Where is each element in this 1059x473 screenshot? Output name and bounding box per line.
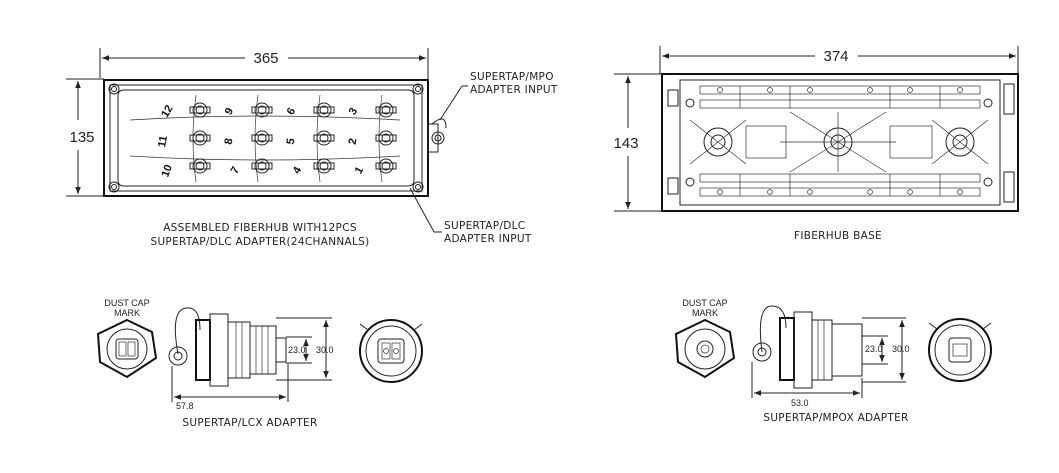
port-number: 8: [223, 137, 236, 145]
mpox-dust-cap-view: [674, 318, 736, 379]
port-number: 12: [159, 103, 176, 120]
assembled-caption-line1: ASSEMBLED FIBERHUB WITH12PCS: [163, 222, 357, 234]
port-number: 7: [229, 165, 242, 176]
lcx-dim-outer: 30.0: [316, 345, 334, 355]
port-number: 9: [223, 106, 236, 117]
callout-dlc-line2: ADAPTER INPUT: [444, 233, 532, 245]
port-number: 3: [347, 106, 360, 117]
base-slot-rows: [699, 85, 981, 197]
mpox-dim-length: 53.0: [791, 398, 809, 408]
port-connectors: [189, 102, 397, 174]
lcx-side-view: [168, 307, 287, 387]
port-number: 1: [353, 165, 366, 176]
lcx-dim-length: 57.8: [176, 401, 194, 411]
mpo-input-connector: [427, 118, 447, 153]
lcx-dust-cap-line2: MARK: [114, 308, 140, 318]
base-caption: FIBERHUB BASE: [794, 230, 882, 242]
callout-mpo-line1: SUPERTAP/MPO: [470, 71, 554, 83]
lcx-rear-view: [359, 319, 423, 383]
mpox-rear-view: [928, 318, 992, 382]
base-bolt-holes: [685, 87, 993, 195]
lcx-dust-cap-line1: DUST CAP: [104, 298, 149, 308]
callout-mpo-line2: ADAPTER INPUT: [470, 84, 558, 96]
fiberhub-height-dimension: 135: [69, 129, 94, 146]
base-width-dimension: 374: [823, 48, 848, 65]
port-number: 5: [285, 137, 298, 145]
port-number: 4: [291, 164, 305, 176]
port-number: 10: [159, 163, 174, 179]
fiberhub-base-drawing: 374 143: [613, 46, 1019, 242]
port-number: 2: [347, 137, 360, 145]
lcx-adapter-drawing: DUST CAP MARK: [96, 298, 423, 429]
mpox-dim-outer: 30.0: [892, 344, 910, 354]
mpox-side-view: [752, 305, 863, 389]
mpox-adapter-drawing: DUST CAP MARK 23.0 30.0 53.0: [674, 298, 992, 424]
center-ribs: [689, 111, 989, 173]
assembled-caption-line2: SUPERTAP/DLC ADAPTER(24CHANNALS): [150, 236, 369, 248]
port-number: 11: [156, 135, 170, 149]
port-number-labels: 12 9 6 3 11 8 5 2 10 7 4 1: [156, 103, 366, 179]
lcx-caption: SUPERTAP/LCX ADAPTER: [182, 417, 317, 429]
mpox-caption: SUPERTAP/MPOX ADAPTER: [763, 412, 908, 424]
fiberhub-width-dimension: 365: [253, 50, 278, 67]
callout-dlc-line1: SUPERTAP/DLC: [444, 220, 525, 232]
mpox-dim-inner: 23.0: [865, 344, 883, 354]
port-number: 6: [285, 106, 298, 117]
base-height-dimension: 143: [613, 135, 638, 152]
lcx-dim-inner: 23.0: [288, 345, 306, 355]
lcx-dust-cap-view: [96, 318, 158, 379]
mpox-dust-cap-line2: MARK: [692, 308, 718, 318]
mpox-dust-cap-line1: DUST CAP: [682, 298, 727, 308]
assembled-fiberhub-drawing: 365 135: [66, 48, 558, 248]
corner-bolts: [108, 83, 424, 193]
